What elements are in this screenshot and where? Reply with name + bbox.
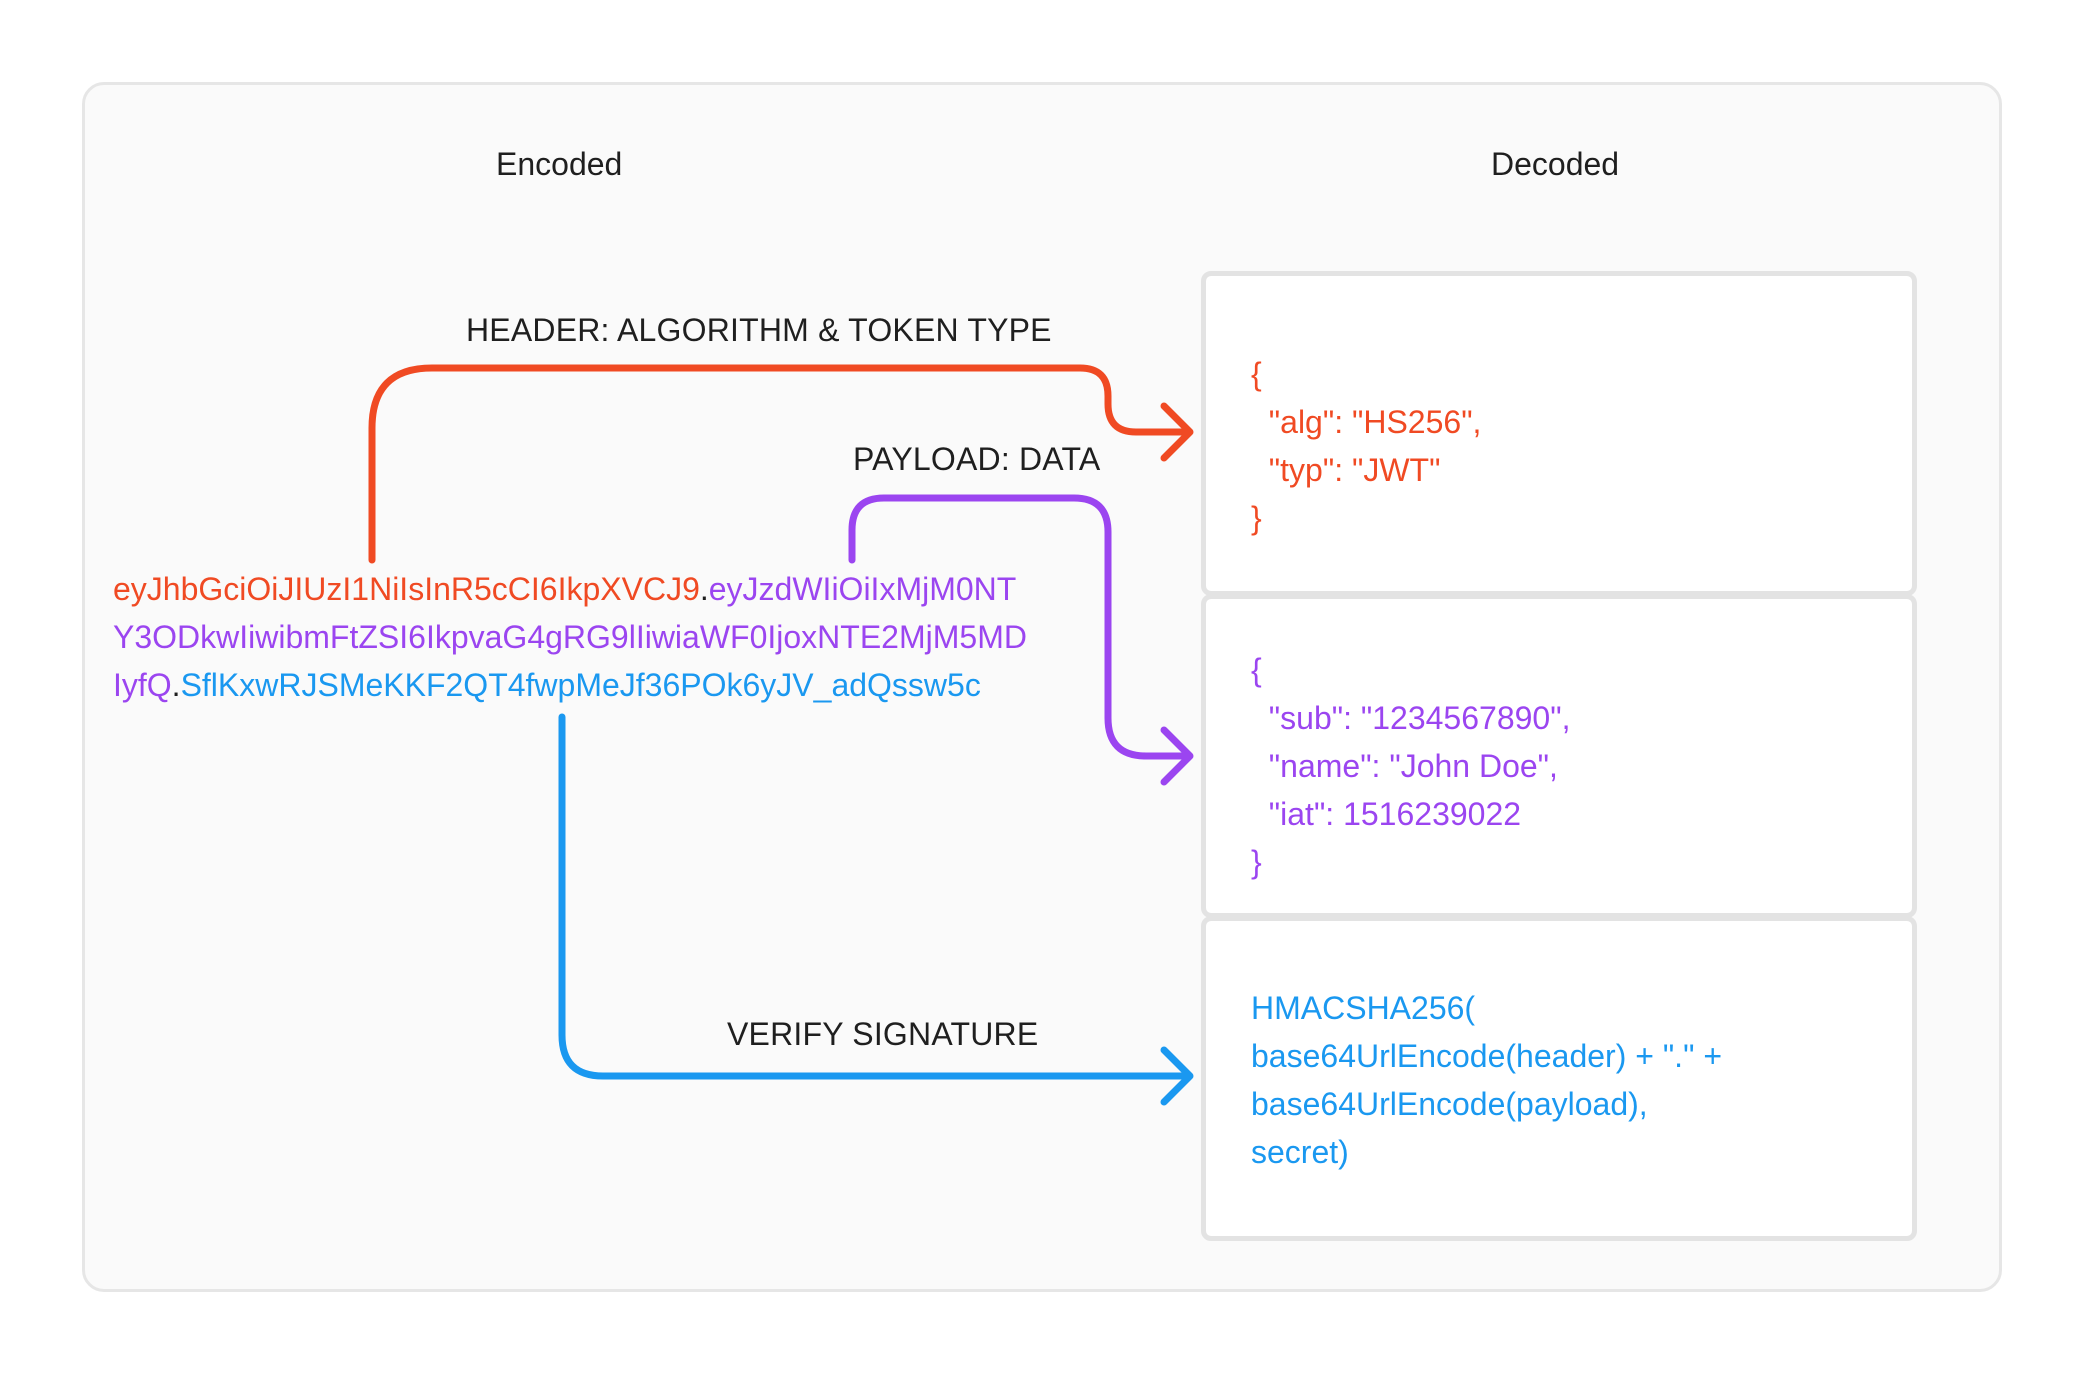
signature-arrowhead xyxy=(1160,1046,1194,1106)
decoded-signature-box: HMACSHA256( base64UrlEncode(header) + ".… xyxy=(1201,916,1917,1241)
decoded-signature-formula: HMACSHA256( base64UrlEncode(header) + ".… xyxy=(1251,990,1722,1170)
token-separator-dot: . xyxy=(171,667,181,703)
payload-connector xyxy=(848,494,1192,760)
decoded-payload-box: { "sub": "1234567890", "name": "John Doe… xyxy=(1201,594,1917,918)
token-signature-segment: SflKxwRJSMeKKF2QT4fwpMeJf36POk6yJV_adQss… xyxy=(180,667,981,703)
header-connector xyxy=(368,364,1192,564)
header-arrowhead xyxy=(1160,402,1194,462)
token-header-segment: eyJhbGciOiJIUzI1NiIsInR5cCI6IkpXVCJ9 xyxy=(113,571,700,607)
decoded-title: Decoded xyxy=(1491,146,1620,182)
payload-label: PAYLOAD: DATA xyxy=(853,441,1101,477)
encoded-title: Encoded xyxy=(496,146,623,182)
encoded-token: eyJhbGciOiJIUzI1NiIsInR5cCI6IkpXVCJ9.eyJ… xyxy=(113,565,1033,709)
decoded-header-json: { "alg": "HS256", "typ": "JWT" } xyxy=(1251,356,1482,536)
payload-arrowhead xyxy=(1160,726,1194,786)
header-label: HEADER: ALGORITHM & TOKEN TYPE xyxy=(466,312,1052,348)
decoded-header-box: { "alg": "HS256", "typ": "JWT" } xyxy=(1201,271,1917,596)
token-payload-segment: eyJzdWIiOiIxMjM0NTY3ODkwIiwibmFtZSI6Ikpv… xyxy=(113,571,1027,703)
signature-connector xyxy=(558,713,1192,1080)
decoded-payload-json: { "sub": "1234567890", "name": "John Doe… xyxy=(1251,652,1571,880)
signature-label: VERIFY SIGNATURE xyxy=(727,1016,1039,1052)
token-separator-dot: . xyxy=(699,571,709,607)
